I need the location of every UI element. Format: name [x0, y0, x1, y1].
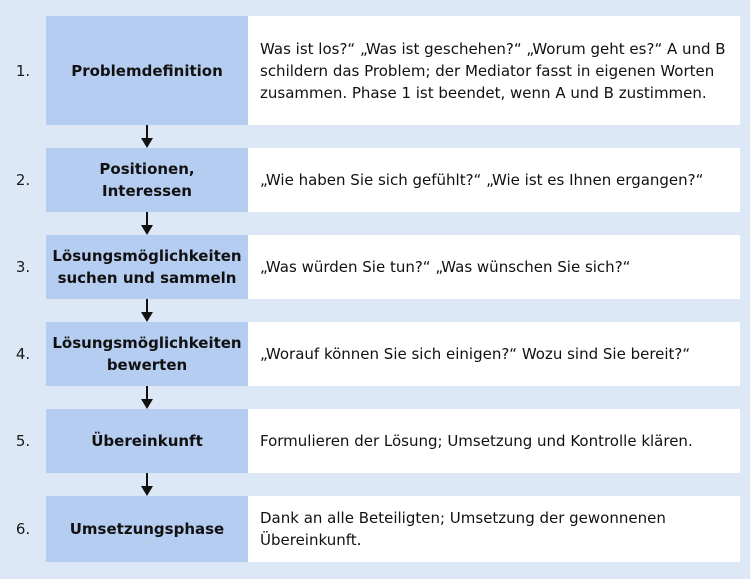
step-description-text: Was ist los?“ „Was ist geschehen?“ „Woru… — [260, 39, 726, 102]
step-row-5: 5. Übereinkunft Formulieren der Lösung; … — [0, 409, 750, 473]
step-description-text: Formulieren der Lösung; Umsetzung und Ko… — [260, 432, 693, 450]
step-row-3: 3. Lösungsmöglichkeiten suchen und samme… — [0, 235, 750, 299]
step-title: Umsetzungsphase — [46, 496, 248, 562]
step-number: 2. — [15, 171, 31, 189]
step-row-6: 6. Umsetzungsphase Dank an alle Beteilig… — [0, 496, 750, 562]
step-number: 1. — [15, 61, 31, 80]
step-number: 6. — [15, 520, 31, 538]
step-description: „Worauf können Sie sich einigen?“ Wozu s… — [248, 322, 740, 386]
step-description: „Wie haben Sie sich gefühlt?“ „Wie ist e… — [248, 148, 740, 212]
down-arrow-icon — [141, 125, 153, 148]
step-title: Lösungsmöglichkeiten bewerten — [46, 322, 248, 386]
down-arrow-icon — [141, 212, 153, 235]
step-row-4: 4. Lösungsmöglichkeiten bewerten „Worauf… — [0, 322, 750, 386]
step-description-text: „Wie haben Sie sich gefühlt?“ „Wie ist e… — [260, 171, 704, 189]
step-number: 4. — [15, 345, 31, 363]
step-number: 3. — [15, 258, 31, 276]
step-description: „Was würden Sie tun?“ „Was wünschen Sie … — [248, 235, 740, 299]
step-description-text: „Worauf können Sie sich einigen?“ Wozu s… — [260, 345, 691, 363]
step-title: Positionen, Interessen — [46, 148, 248, 212]
step-description-text: Dank an alle Beteiligten; Umsetzung der … — [260, 509, 666, 549]
step-title: Übereinkunft — [46, 409, 248, 473]
step-description: Dank an alle Beteiligten; Umsetzung der … — [248, 496, 740, 562]
step-number: 5. — [15, 432, 31, 450]
step-row-2: 2. Positionen, Interessen „Wie haben Sie… — [0, 148, 750, 212]
down-arrow-icon — [141, 299, 153, 322]
step-title: Lösungsmöglichkeiten suchen und sammeln — [46, 235, 248, 299]
step-description: Was ist los?“ „Was ist geschehen?“ „Woru… — [248, 16, 740, 125]
down-arrow-icon — [141, 386, 153, 409]
step-title: Problemdefinition — [46, 16, 248, 125]
down-arrow-icon — [141, 473, 153, 496]
step-row-1: 1. Problemdefinition Was ist los?“ „Was … — [0, 16, 750, 125]
step-description: Formulieren der Lösung; Umsetzung und Ko… — [248, 409, 740, 473]
step-description-text: „Was würden Sie tun?“ „Was wünschen Sie … — [260, 258, 631, 276]
